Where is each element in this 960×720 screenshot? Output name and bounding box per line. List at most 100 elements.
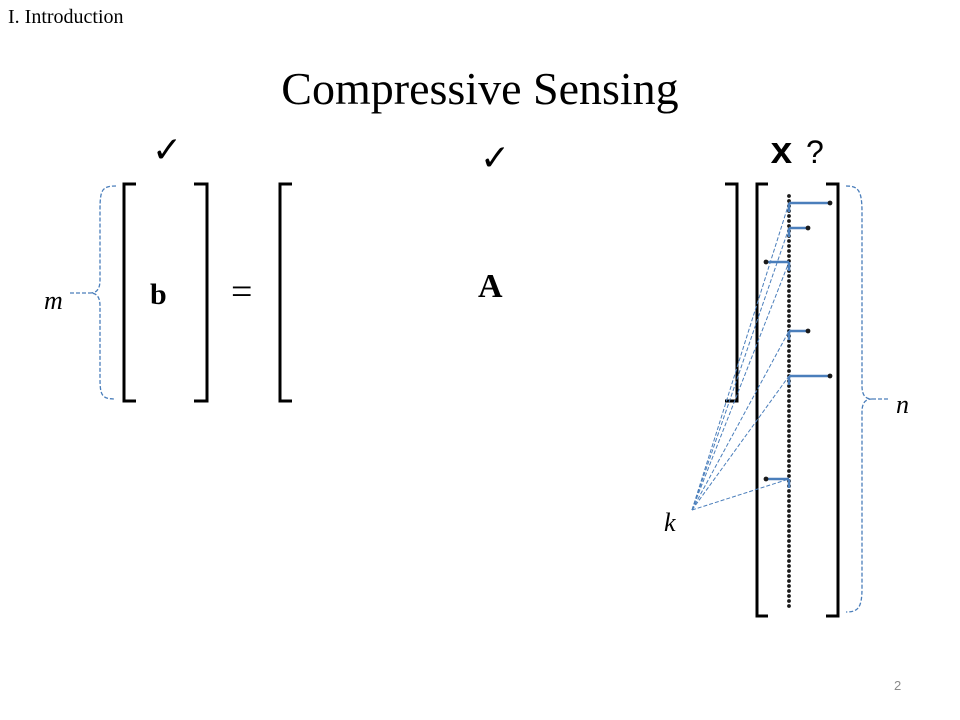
x-entry-dot [787,369,791,373]
x-entry-dot [787,564,791,568]
x-entry-dot [787,194,791,198]
x-entry-dot [787,464,791,468]
brace-icon [89,185,117,400]
section-label: I. Introduction [8,6,124,28]
x-entry-dot [787,354,791,358]
nonzero-entry [787,200,833,212]
equals-sign: = [231,271,253,313]
x-entry-dot [787,239,791,243]
k-pointer-line [691,202,790,511]
x-entry-dot [787,319,791,323]
x-entry-dot [787,459,791,463]
k-pointer-line [691,375,790,511]
x-entry-dot [787,214,791,218]
x-entry-dot [787,409,791,413]
x-entry-dot [787,289,791,293]
unknown-question-mark: ? [806,134,824,170]
x-entry-dot [787,584,791,588]
nonzero-entry [763,259,791,271]
x-entry-dot [787,294,791,298]
x-entry-dot [787,324,791,328]
k-pointer-line [691,261,790,511]
x-entry-dot [787,384,791,388]
x-entry-dot [787,449,791,453]
page-number: 2 [894,678,902,693]
a-left-bracket [278,182,292,403]
vector-x: x [770,132,793,175]
x-entry-dot [787,574,791,578]
x-entry-dot [787,544,791,548]
x-entry-dot [787,444,791,448]
x-entry-dot [787,359,791,363]
nonzero-entry [787,225,811,237]
x-entry-dot [787,549,791,553]
x-entry-dot [787,389,791,393]
x-left-bracket [755,182,768,618]
x-entry-dot [787,344,791,348]
x-entry-dot [787,594,791,598]
x-entry-dot [787,314,791,318]
sparsity-k: k [664,508,676,537]
k-pointer-line [691,227,790,511]
nonzero-entry [787,373,833,385]
a-right-bracket [725,182,739,403]
x-entry-dot [787,494,791,498]
x-entry-dot [787,559,791,563]
brace-icon [845,185,873,613]
x-entry-dot [787,284,791,288]
x-entry-dot [787,249,791,253]
b-right-bracket [194,182,209,403]
x-entry-dot [787,519,791,523]
x-entry-dot [787,399,791,403]
x-entry-dot [787,569,791,573]
dimension-m: m [44,286,63,315]
x-entry-dot [787,309,791,313]
x-vector-brackets [755,182,840,618]
x-entry-dot [787,299,791,303]
vector-b: b [150,278,167,311]
x-entry-dot [787,434,791,438]
x-entry-dot [787,499,791,503]
x-entry-dot [787,429,791,433]
x-entries [787,194,791,608]
x-entry-dot [787,404,791,408]
x-entry-dot [787,279,791,283]
x-entry-dot [787,534,791,538]
x-entry-dot [787,419,791,423]
b-vector-brackets [122,182,209,403]
x-entry-dot [787,254,791,258]
x-entry-dot [787,414,791,418]
x-entry-dot [787,474,791,478]
nonzero-entry [787,328,811,340]
x-nonzero-entries [763,200,833,488]
x-entry-dot [787,504,791,508]
x-entry-dot [787,394,791,398]
x-entry-dot [787,439,791,443]
x-entry-dot [787,339,791,343]
dimension-n: n [896,390,909,419]
x-entry-dot [787,604,791,608]
x-entry-dot [787,364,791,368]
x-entry-dot [787,349,791,353]
x-entry-dot [787,599,791,603]
x-right-bracket [826,182,840,618]
b-left-bracket [122,182,136,403]
k-pointer-line [691,478,790,511]
x-entry-dot [787,454,791,458]
a-matrix-brackets [278,182,739,403]
x-entry-dot [787,489,791,493]
x-entry-dot [787,509,791,513]
x-entry-dot [787,424,791,428]
x-entry-dot [787,524,791,528]
x-entry-dot [787,469,791,473]
k-pointer-lines [691,202,790,511]
x-entry-dot [787,514,791,518]
x-entry-dot [787,274,791,278]
check-icon: ✓ [480,138,511,179]
k-pointer-line [691,330,790,511]
x-entry-dot [787,244,791,248]
check-icon: ✓ [152,130,183,171]
nonzero-entry [763,476,791,488]
